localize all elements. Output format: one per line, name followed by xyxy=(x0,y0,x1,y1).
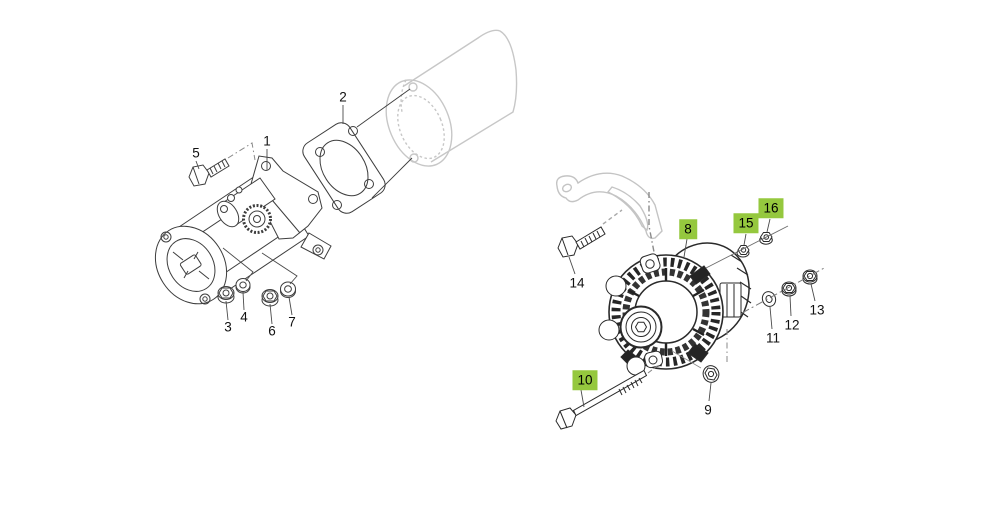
nut-part-12 xyxy=(781,281,797,297)
starter-assembly xyxy=(154,29,518,325)
washer-part-7 xyxy=(280,281,296,298)
bracket-ghost xyxy=(555,172,663,253)
nut-part-3 xyxy=(217,286,235,304)
callout-9[interactable]: 9 xyxy=(704,402,712,418)
bolt-part-5 xyxy=(188,142,256,187)
starter-motor-part-1 xyxy=(154,155,332,305)
bolt-part-10 xyxy=(555,365,658,430)
callout-16[interactable]: 16 xyxy=(758,198,784,218)
callout-15[interactable]: 15 xyxy=(733,213,759,233)
leader-lines-right xyxy=(568,218,816,408)
axis-line-upper xyxy=(705,225,789,269)
callout-8[interactable]: 8 xyxy=(679,219,697,239)
bell-housing-ghost xyxy=(385,29,518,167)
callout-10[interactable]: 10 xyxy=(572,370,598,390)
bolt-part-14 xyxy=(557,226,606,258)
callout-12[interactable]: 12 xyxy=(784,317,800,333)
callout-2[interactable]: 2 xyxy=(339,89,347,105)
nut-part-6 xyxy=(261,289,279,307)
washer-part-11 xyxy=(761,291,777,307)
callout-5[interactable]: 5 xyxy=(192,145,200,161)
callout-4[interactable]: 4 xyxy=(240,309,248,325)
leader-lines-left xyxy=(195,105,344,325)
callout-11[interactable]: 11 xyxy=(765,330,781,346)
nut-part-13 xyxy=(802,269,818,285)
alternator-assembly xyxy=(555,172,827,430)
callout-6[interactable]: 6 xyxy=(268,323,276,339)
gasket-part-2 xyxy=(302,88,413,214)
callout-13[interactable]: 13 xyxy=(809,302,825,318)
washer-part-4 xyxy=(235,278,251,294)
nut-part-9 xyxy=(671,329,728,383)
alternator-part-8 xyxy=(598,242,752,376)
nut-part-16 xyxy=(759,232,773,245)
callout-1[interactable]: 1 xyxy=(263,133,271,149)
callout-3[interactable]: 3 xyxy=(224,319,232,335)
callout-7[interactable]: 7 xyxy=(288,314,296,330)
callout-14[interactable]: 14 xyxy=(569,275,585,291)
